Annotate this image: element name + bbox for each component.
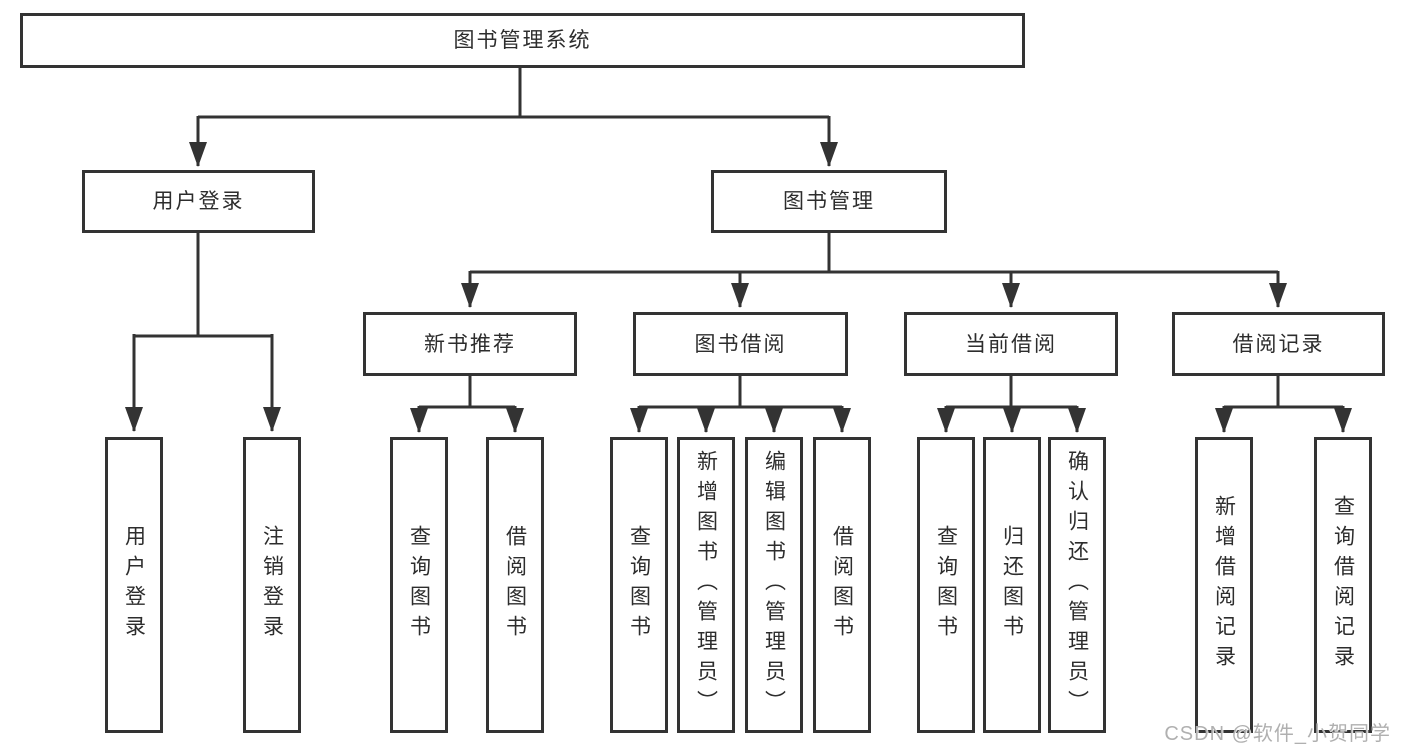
node-label: 图书管理系统 [453,29,592,52]
leaf-return-books: 归还图书 [983,437,1041,733]
node-label: 确认归还（管理员） [1065,450,1089,720]
node-label: 当前借阅 [965,332,1057,356]
node-label: 图书借阅 [694,332,787,356]
node-user-login: 用户登录 [82,170,315,233]
node-label: 借阅记录 [1232,332,1325,356]
leaf-add-borrow-record: 新增借阅记录 [1195,437,1253,733]
leaf-confirm-return-admin: 确认归还（管理员） [1048,437,1106,733]
leaf-current-query-books: 查询图书 [917,437,975,733]
node-label: 用户登录 [152,190,245,213]
leaf-add-books-admin: 新增图书（管理员） [677,437,735,733]
node-label: 图书管理 [783,190,875,213]
node-label: 查询图书 [627,525,651,645]
node-current-borrow: 当前借阅 [904,312,1118,376]
node-label: 新增图书（管理员） [694,450,718,720]
node-root: 图书管理系统 [20,13,1025,68]
leaf-query-borrow-record: 查询借阅记录 [1314,437,1372,733]
node-label: 查询图书 [934,525,958,645]
node-label: 新书推荐 [424,332,516,356]
node-new-book-recommend: 新书推荐 [363,312,577,376]
leaf-edit-books-admin: 编辑图书（管理员） [745,437,803,733]
node-label: 查询借阅记录 [1331,495,1355,675]
leaf-recommend-borrow-books: 借阅图书 [486,437,544,733]
node-label: 编辑图书（管理员） [762,450,786,720]
leaf-borrow-borrow-books: 借阅图书 [813,437,871,733]
csdn-watermark: CSDN @软件_小贺同学 [1164,723,1391,745]
leaf-recommend-query-books: 查询图书 [390,437,448,733]
node-label: 注销登录 [260,525,284,645]
node-label: 借阅图书 [830,525,854,645]
leaf-user-login: 用户登录 [105,437,163,733]
node-book-management: 图书管理 [711,170,947,233]
node-book-borrow: 图书借阅 [633,312,848,376]
node-label: 查询图书 [407,525,431,645]
node-label: 借阅图书 [503,525,527,645]
node-label: 用户登录 [122,525,146,645]
node-label: 归还图书 [1000,525,1024,645]
leaf-borrow-query-books: 查询图书 [610,437,668,733]
leaf-logout: 注销登录 [243,437,301,733]
node-borrow-records: 借阅记录 [1172,312,1385,376]
node-label: 新增借阅记录 [1212,495,1236,675]
